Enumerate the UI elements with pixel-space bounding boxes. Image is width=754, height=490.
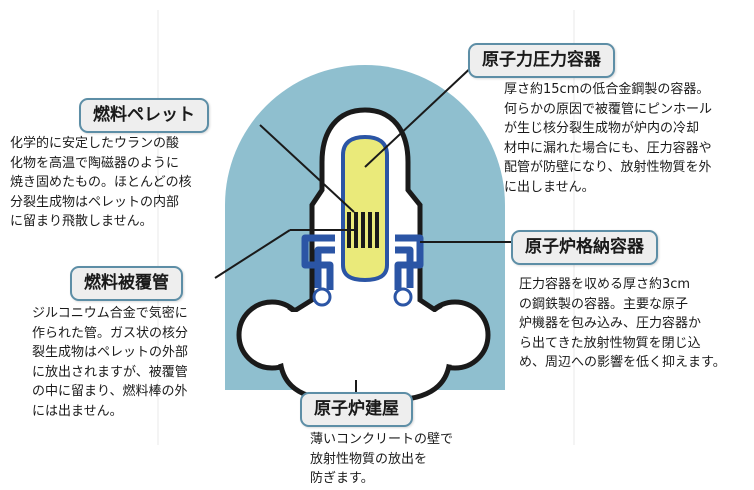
label-reactor-building: 原子炉建屋 bbox=[300, 392, 413, 427]
description-line: 薄いコンクリートの壁で bbox=[310, 432, 454, 447]
description-line: 厚さ約15cmの低合金鋼製の容器。 bbox=[504, 82, 710, 97]
description-line: 材中に漏れた場合にも、圧力容器や bbox=[504, 140, 712, 156]
description-line: には出ません。 bbox=[32, 403, 123, 419]
description-line: 炉機器を包み込み、圧力容器か bbox=[519, 316, 702, 331]
pipe-outlet bbox=[312, 287, 332, 307]
description-line: 何らかの原因で被覆管にピンホール bbox=[504, 101, 713, 117]
description-line: 放射性物質の放出を bbox=[310, 451, 428, 467]
description-line: 裂生成物はペレットの外部 bbox=[32, 345, 189, 360]
label-pressure-vessel: 原子力圧力容器 bbox=[468, 43, 615, 78]
description-pressure-vessel: 厚さ約15cmの低合金鋼製の容器。 何らかの原因で被覆管にピンホール が生じ核分… bbox=[504, 80, 712, 197]
description-containment-vessel: 圧力容器を収める厚さ約3cm の鋼鉄製の容器。主要な原子 炉機器を包み込み、圧力… bbox=[519, 275, 726, 373]
description-reactor-building: 薄いコンクリートの壁で 放射性物質の放出を 防ぎます。 bbox=[310, 430, 453, 489]
description-line: 防ぎます。 bbox=[310, 471, 374, 486]
description-line: 圧力容器を収める厚さ約3cm bbox=[519, 277, 691, 292]
description-fuel-pellet: 化学的に安定したウランの酸 化物を高温で陶磁器のように 焼き固めたもの。ほとんど… bbox=[10, 134, 192, 232]
description-line: 化物を高温で陶磁器のように bbox=[10, 155, 180, 171]
description-line: 化学的に安定したウランの酸 bbox=[10, 136, 180, 151]
label-fuel-cladding: 燃料被覆管 bbox=[70, 266, 183, 301]
description-line: 配管が防壁になり、放射性物質を外 bbox=[504, 160, 712, 175]
leader-lines bbox=[214, 61, 512, 395]
description-line: め、周辺への影響を低く抑えます。 bbox=[519, 355, 726, 370]
pipe-outlet bbox=[393, 287, 413, 307]
description-line: 作られた管。ガス状の核分 bbox=[32, 325, 189, 341]
description-line: に留まり飛散しません。 bbox=[10, 214, 153, 229]
description-line: ジルコニウム合金で気密に bbox=[32, 306, 188, 321]
description-line: の中に留まり、燃料棒の外 bbox=[32, 384, 188, 399]
coolant-piping bbox=[301, 234, 424, 290]
label-fuel-pellet: 燃料ペレット bbox=[79, 98, 209, 133]
description-line: 焼き固めたもの。ほとんどの核 bbox=[10, 175, 192, 190]
description-line: が生じ核分裂生成物が炉内の冷却 bbox=[504, 121, 700, 136]
description-line: に出しません。 bbox=[504, 179, 595, 195]
description-fuel-cladding: ジルコニウム合金で気密に 作られた管。ガス状の核分 裂生成物はペレットの外部 に… bbox=[32, 304, 188, 421]
description-line: 分裂生成物はペレットの内部 bbox=[10, 194, 180, 210]
description-line: の鋼鉄製の容器。主要な原子 bbox=[519, 296, 689, 312]
label-containment-vessel: 原子炉格納容器 bbox=[511, 230, 658, 265]
description-line: に放出されますが、被覆管 bbox=[32, 364, 188, 380]
description-line: ら出てきた放射性物質を閉じ込 bbox=[519, 335, 701, 351]
